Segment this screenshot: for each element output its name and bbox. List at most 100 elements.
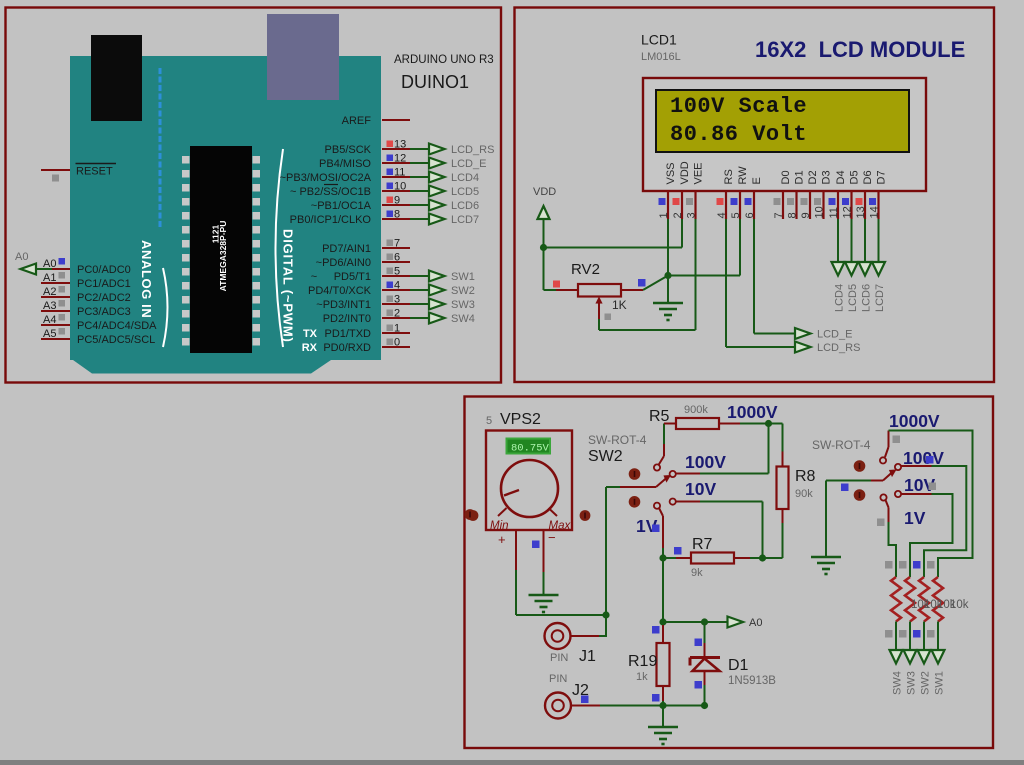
svg-text:A4: A4 xyxy=(43,314,56,326)
svg-text:R19: R19 xyxy=(628,653,657,670)
svg-text:SW4: SW4 xyxy=(451,313,475,325)
svg-text:A1: A1 xyxy=(43,272,56,284)
svg-text:PB0/ICP1/CLKO: PB0/ICP1/CLKO xyxy=(290,214,372,226)
svg-text:E: E xyxy=(751,177,763,184)
svg-text:14: 14 xyxy=(869,206,881,218)
svg-text:LCD_E: LCD_E xyxy=(451,158,486,170)
svg-text:D4: D4 xyxy=(835,170,847,184)
svg-text:6: 6 xyxy=(394,252,400,264)
svg-text:A0: A0 xyxy=(749,617,762,629)
svg-text:6: 6 xyxy=(744,212,756,218)
svg-text:VPS2: VPS2 xyxy=(500,411,541,428)
svg-text:100V Scale: 100V Scale xyxy=(670,94,807,119)
svg-text:11: 11 xyxy=(394,167,405,179)
svg-text:SW2: SW2 xyxy=(920,671,932,695)
svg-text:PC4/ADC4/SDA: PC4/ADC4/SDA xyxy=(77,320,157,332)
svg-text:SW4: SW4 xyxy=(892,671,904,695)
svg-text:16X2 LCD MODULE: 16X2 LCD MODULE xyxy=(755,37,965,62)
svg-text:RX: RX xyxy=(302,342,318,354)
svg-text:LCD4: LCD4 xyxy=(834,284,846,312)
svg-text:PD2/INT0: PD2/INT0 xyxy=(323,313,371,325)
svg-text:LCD6: LCD6 xyxy=(451,200,479,212)
svg-text:1000V: 1000V xyxy=(889,411,940,431)
svg-text:SW1: SW1 xyxy=(451,271,475,283)
svg-text:900k: 900k xyxy=(684,404,708,416)
svg-text:1N5913B: 1N5913B xyxy=(728,675,776,687)
svg-text:D1: D1 xyxy=(794,170,806,184)
svg-text:LCD5: LCD5 xyxy=(847,284,859,312)
svg-text:VEE: VEE xyxy=(693,162,705,184)
svg-text:10k: 10k xyxy=(950,599,969,611)
svg-text:LCD7: LCD7 xyxy=(451,214,479,226)
svg-text:D0: D0 xyxy=(780,170,792,184)
svg-text:LM016L: LM016L xyxy=(641,51,681,63)
svg-text:~PD6/AIN0: ~PD6/AIN0 xyxy=(316,257,371,269)
svg-text:10V: 10V xyxy=(685,479,716,499)
svg-text:SW-ROT-4: SW-ROT-4 xyxy=(588,433,647,447)
svg-text:SW2: SW2 xyxy=(588,448,623,465)
svg-text:SW-ROT-4: SW-ROT-4 xyxy=(812,438,871,452)
svg-text:3: 3 xyxy=(394,294,400,306)
svg-text:PC0/ADC0: PC0/ADC0 xyxy=(77,264,131,276)
svg-text:5: 5 xyxy=(730,212,742,218)
svg-text:1000V: 1000V xyxy=(727,402,778,422)
svg-text:1K: 1K xyxy=(612,298,627,312)
svg-text:RS: RS xyxy=(723,169,735,184)
svg-text:1: 1 xyxy=(658,212,670,218)
svg-text:VSS: VSS xyxy=(665,162,677,184)
svg-text:~PB1/OC1A: ~PB1/OC1A xyxy=(311,200,372,212)
svg-text:PC2/ADC2: PC2/ADC2 xyxy=(77,292,131,304)
svg-text:7: 7 xyxy=(394,238,400,250)
svg-text:80.86 Volt: 80.86 Volt xyxy=(670,122,807,147)
svg-text:13: 13 xyxy=(394,139,406,151)
svg-text:LCD_RS: LCD_RS xyxy=(817,342,860,354)
svg-text:R7: R7 xyxy=(692,536,713,553)
svg-text:D6: D6 xyxy=(862,170,874,184)
svg-text:D7: D7 xyxy=(876,170,888,184)
svg-text:Max: Max xyxy=(549,520,572,532)
svg-text:RV2: RV2 xyxy=(571,261,600,278)
svg-text:~ PB2/SS/OC1B: ~ PB2/SS/OC1B xyxy=(290,186,371,198)
svg-text:PD0/RXD: PD0/RXD xyxy=(323,342,371,354)
svg-text:J1: J1 xyxy=(579,648,596,665)
svg-text:~PB3/MOSI/OC2A: ~PB3/MOSI/OC2A xyxy=(280,172,372,184)
svg-text:9: 9 xyxy=(800,212,812,218)
svg-text:2: 2 xyxy=(672,212,684,218)
svg-text:DUINO1: DUINO1 xyxy=(401,72,469,92)
svg-text:PC3/ADC3: PC3/ADC3 xyxy=(77,306,131,318)
svg-text:5: 5 xyxy=(486,415,492,427)
svg-text:R8: R8 xyxy=(795,468,816,485)
svg-text:90k: 90k xyxy=(795,488,813,500)
svg-text:D5: D5 xyxy=(849,170,861,184)
svg-text:11: 11 xyxy=(828,207,840,218)
svg-text:PB5/SCK: PB5/SCK xyxy=(325,144,372,156)
svg-text:1V: 1V xyxy=(904,508,926,528)
svg-text:80.75V: 80.75V xyxy=(511,443,550,455)
svg-text:D2: D2 xyxy=(807,170,819,184)
svg-text:LCD7: LCD7 xyxy=(874,284,886,312)
svg-text:LCD_RS: LCD_RS xyxy=(451,144,494,156)
svg-text:J2: J2 xyxy=(572,682,589,699)
svg-text:D1: D1 xyxy=(728,657,749,674)
svg-text:1k: 1k xyxy=(636,671,648,683)
svg-text:DIGITAL (~PWM): DIGITAL (~PWM) xyxy=(281,229,296,343)
svg-text:5: 5 xyxy=(394,266,400,278)
svg-text:SW3: SW3 xyxy=(451,299,475,311)
svg-text:7: 7 xyxy=(773,212,785,218)
svg-text:R5: R5 xyxy=(649,408,670,425)
svg-text:LCD_E: LCD_E xyxy=(817,329,852,341)
svg-text:VDD: VDD xyxy=(679,161,691,184)
svg-text:9: 9 xyxy=(394,195,400,207)
svg-text:A0: A0 xyxy=(15,251,28,263)
svg-text:4: 4 xyxy=(394,280,400,292)
svg-text:3: 3 xyxy=(686,212,698,218)
svg-text:RW: RW xyxy=(737,166,749,185)
svg-text:SW1: SW1 xyxy=(934,671,946,695)
svg-text:4: 4 xyxy=(716,212,728,218)
svg-text:−: − xyxy=(548,530,556,545)
svg-text:10: 10 xyxy=(814,206,826,218)
svg-text:PD1/TXD: PD1/TXD xyxy=(325,328,372,340)
svg-text:VDD: VDD xyxy=(533,186,556,198)
svg-text:A2: A2 xyxy=(43,286,56,298)
svg-text:100V: 100V xyxy=(903,448,944,468)
